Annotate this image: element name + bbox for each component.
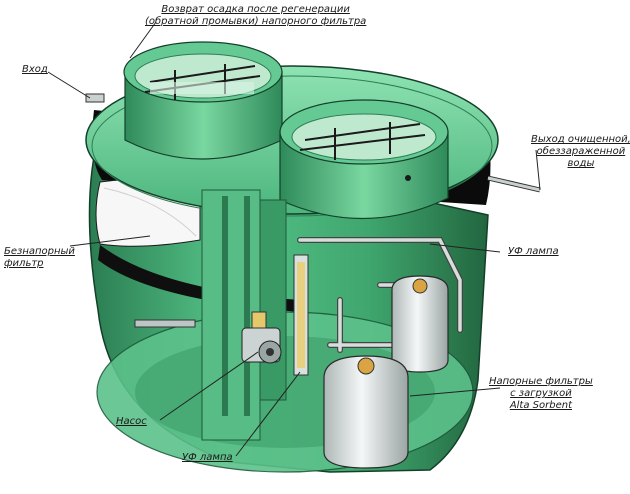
label-gravity-filter-line2: фильтр [4,258,44,269]
left-manhole [123,41,283,160]
uv-lamp-icon [293,254,309,376]
outlet-pipe-icon [487,175,541,193]
filter-vessel-icon [391,275,449,373]
label-backwash-line2: (обратной промывки) напорного фильтра [145,16,367,27]
label-uv-lamp-bottom: УФ лампа [182,452,233,464]
inner-partition [201,189,287,441]
pipe-icon [85,93,105,103]
label-pressure-filters-line2: с загрузкой [510,388,572,399]
filter-vessel-main-icon [323,355,409,469]
label-outlet-line3: воды [567,158,595,169]
leader-lines [47,21,541,457]
label-pressure-filters-line3: Alta Sorbent [509,400,572,411]
label-backwash-line1: Возврат осадка после регенерации [161,4,350,15]
label-inlet-line1: Вход [22,64,48,75]
label-uv-lamp-right-line1: УФ лампа [508,246,559,257]
label-gravity-filter-line1: Безнапорный [4,246,75,257]
label-outlet-line1: Выход очищенной, [531,134,630,145]
label-pressure-filters: Напорные фильтры с загрузкой Alta Sorben… [489,376,593,412]
label-uv-lamp-bottom-line1: УФ лампа [182,452,233,463]
label-pump: Насос [116,416,147,428]
label-outlet: Выход очищенной, обеззараженной воды [531,134,630,170]
label-pump-line1: Насос [116,416,147,427]
label-gravity-filter: Безнапорный фильтр [4,246,75,270]
pump-icon [241,311,282,364]
label-outlet-line2: обеззараженной [536,146,626,157]
label-backwash-return: Возврат осадка после регенерации (обратн… [145,4,366,28]
label-inlet: Вход [22,64,48,76]
label-uv-lamp-right: УФ лампа [508,246,559,258]
right-manhole [279,99,449,220]
label-pressure-filters-line1: Напорные фильтры [489,376,593,387]
bottom-pipe [134,319,196,328]
